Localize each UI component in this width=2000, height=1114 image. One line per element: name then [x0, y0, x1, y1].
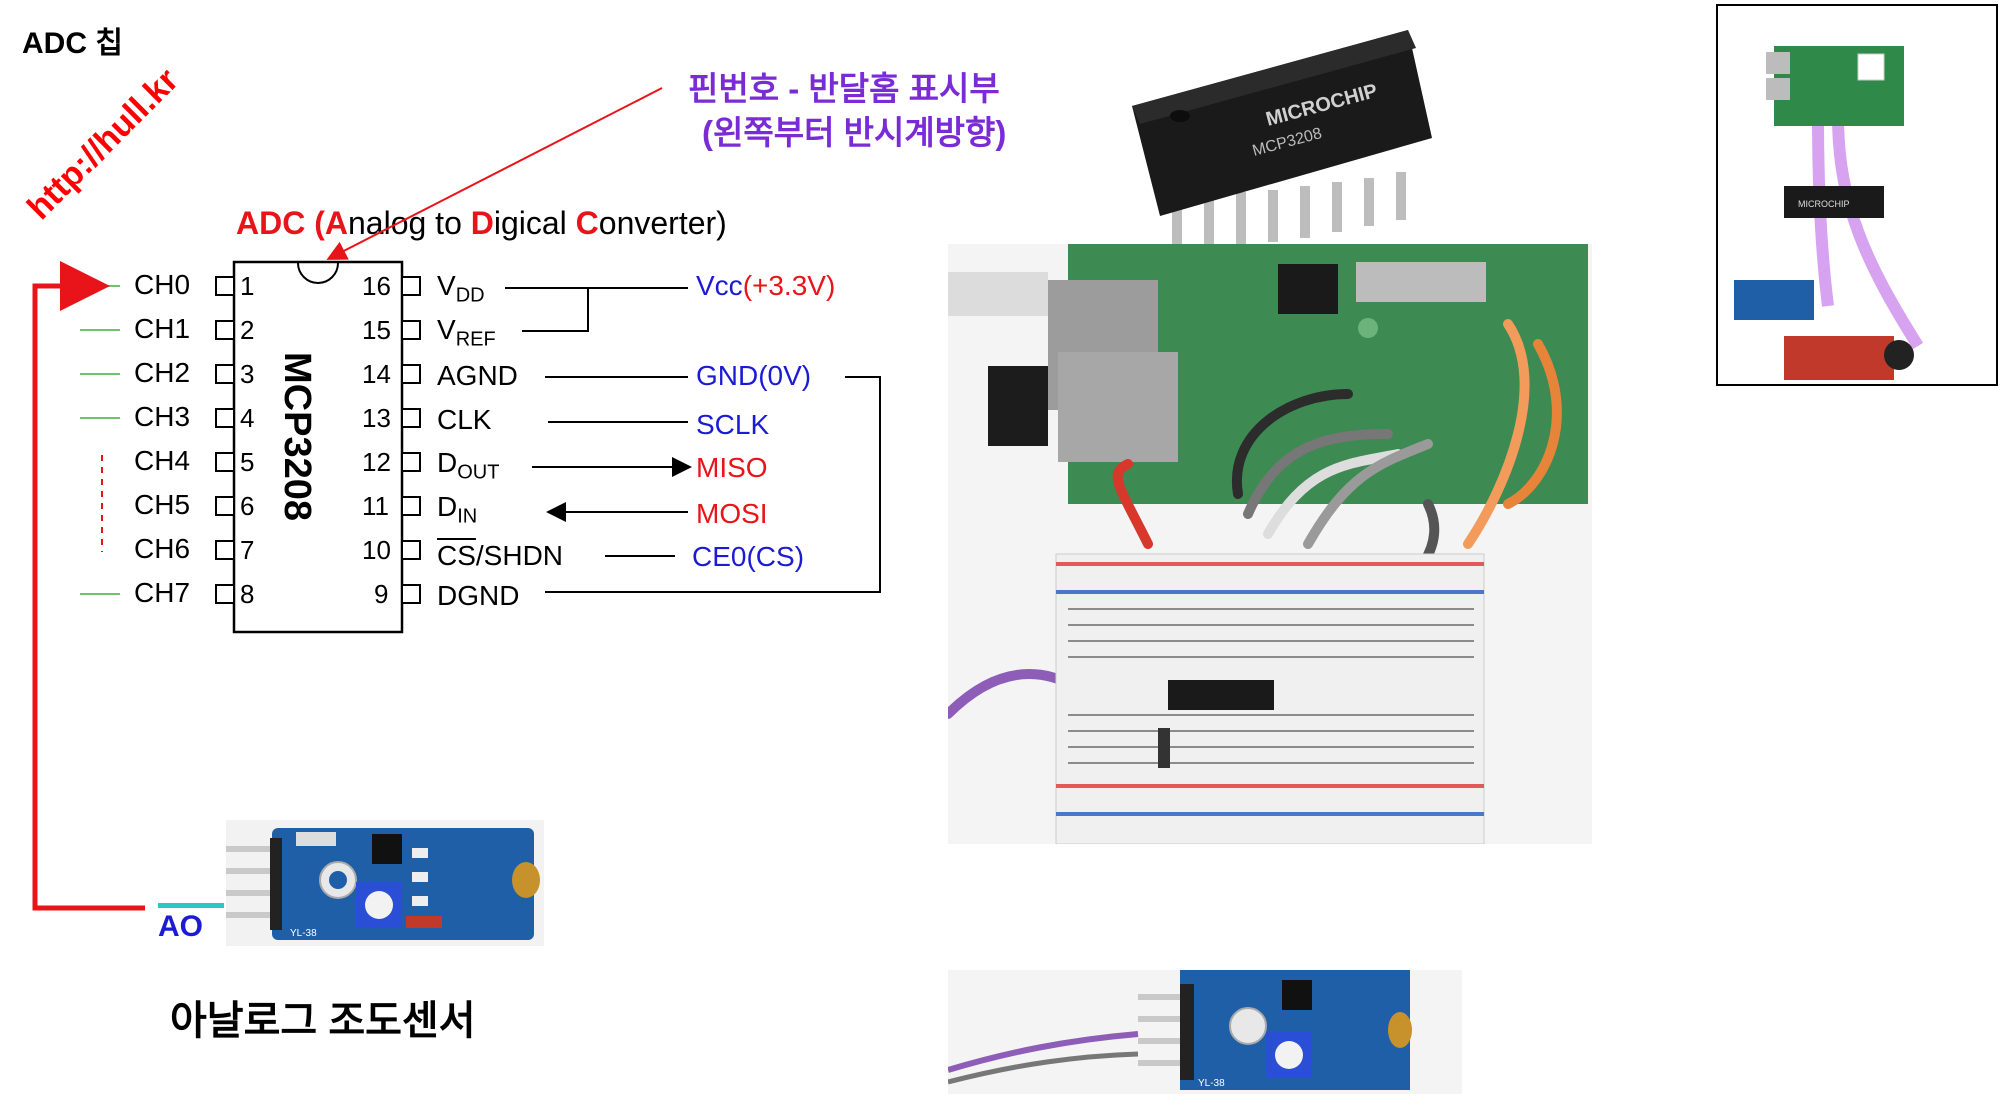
- pin-label-ch5: CH5: [134, 489, 191, 520]
- signal-vcc: Vcc(+3.3V): [696, 270, 836, 301]
- pin-label-cs-shdn: CS/SHDN: [437, 540, 564, 571]
- pin-num-1: 1: [240, 271, 255, 301]
- pin-num-13: 13: [362, 403, 391, 433]
- pin-label-ch4: CH4: [134, 445, 191, 476]
- pin-num-6: 6: [240, 491, 255, 521]
- signal-ce0: CE0(CS): [692, 541, 805, 572]
- thumb-chip-brand: MICROCHIP: [1798, 199, 1850, 209]
- pin-label-dgnd: DGND: [437, 580, 520, 611]
- chip-photo-illustration: MICROCHIP MCP3208: [1132, 30, 1432, 248]
- bottom-board-label: YL-38: [1198, 1078, 1225, 1089]
- sensor-photo-bottom: YL-38: [947, 970, 1462, 1094]
- callout-line1: 핀번호 - 반달홈 표시부: [688, 70, 1000, 107]
- pin-label-ch6: CH6: [134, 533, 191, 564]
- pin-label-ch1: CH1: [134, 313, 191, 344]
- sensor-board-illustration: YL-38: [226, 828, 540, 940]
- pin-label-ch7: CH7: [134, 577, 191, 608]
- board-label-text: YL-38: [290, 928, 317, 939]
- pin-label-dout: DOUT: [437, 447, 500, 484]
- pin-num-15: 15: [362, 315, 391, 345]
- pin-num-10: 10: [362, 535, 391, 565]
- pin-num-11: 11: [362, 491, 389, 521]
- pin-label-ch3: CH3: [134, 401, 191, 432]
- chip-notch: [297, 262, 339, 284]
- pin-num-16: 16: [362, 271, 391, 301]
- pin-num-9: 9: [374, 579, 389, 609]
- callout-arrow: [326, 87, 663, 260]
- pin-label-agnd: AGND: [437, 360, 518, 391]
- thumbnail-illustration: MICROCHIP: [1734, 46, 1924, 380]
- pin-label-vdd: VDD: [437, 270, 485, 307]
- pinout-diagram: [32, 87, 881, 911]
- adc-heading-p2: DC (: [259, 205, 325, 241]
- sensor-bottom-illustration: YL-38: [947, 970, 1412, 1090]
- ao-underline: [158, 903, 224, 908]
- pin-num-8: 8: [240, 579, 255, 609]
- pin-label-ch2: CH2: [134, 357, 191, 388]
- signal-miso: MISO: [696, 452, 768, 483]
- sensor-caption: 아날로그 조도센서: [170, 999, 476, 1043]
- adc-heading: ADC (Analog to Digical Converter): [236, 205, 727, 241]
- callout-line2: (왼쪽부터 반시계방향): [702, 114, 1007, 151]
- left-pin-squares: [215, 276, 235, 604]
- right-pin-squares: [401, 276, 421, 604]
- chip-body: [232, 260, 404, 634]
- signal-sclk: SCLK: [696, 409, 770, 440]
- pin-label-vref: VREF: [437, 314, 496, 351]
- signal-lines: [505, 287, 881, 593]
- pin-num-5: 5: [240, 447, 255, 477]
- chip-name: MCP3208: [276, 352, 318, 521]
- breadboard-illustration: [948, 244, 1588, 844]
- ao-to-ch0-wire: [32, 261, 145, 911]
- pin-num-4: 4: [240, 403, 255, 433]
- pin-label-ch0: CH0: [134, 269, 191, 300]
- pin-label-clk: CLK: [437, 404, 492, 435]
- ao-label: AO: [158, 910, 203, 943]
- pin-num-12: 12: [362, 447, 391, 477]
- pin-label-din: DIN: [437, 491, 478, 528]
- pin-num-2: 2: [240, 315, 255, 345]
- pin-num-14: 14: [362, 359, 391, 389]
- sensor-photo-left: YL-38: [226, 820, 544, 946]
- chip-photo: MICROCHIP MCP3208: [1120, 20, 1440, 250]
- wiring-thumbnail: MICROCHIP: [1716, 4, 1998, 386]
- pin-num-7: 7: [240, 535, 255, 565]
- signal-mosi: MOSI: [696, 498, 768, 529]
- channel-stubs: [80, 285, 120, 595]
- breadboard-photo: [948, 244, 1592, 844]
- page-title: ADC 칩: [22, 27, 123, 60]
- signal-gnd: GND(0V): [696, 360, 812, 391]
- pin-num-3: 3: [240, 359, 255, 389]
